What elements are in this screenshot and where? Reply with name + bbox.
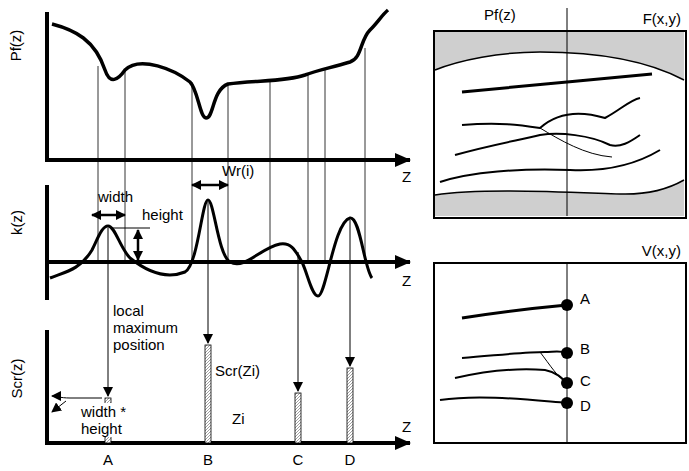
scan-line: [567, 8, 568, 216]
point-label: B: [580, 340, 590, 357]
point-label: A: [103, 451, 113, 468]
panel-title: F(x,y): [643, 10, 681, 27]
annotation: height: [142, 206, 183, 223]
annotation: Zi: [232, 410, 245, 427]
axis-label: Z: [402, 272, 411, 289]
axis-title: Pf(z): [7, 29, 24, 61]
point-label: A: [580, 290, 590, 307]
point-label: C: [580, 372, 591, 389]
point-label: C: [293, 451, 304, 468]
guide-lines: [98, 48, 365, 262]
axis-label: Z: [402, 418, 411, 435]
axis-title: Scr(z): [8, 358, 25, 398]
annotation: local maximum position: [112, 302, 194, 353]
axis-label: Z: [402, 168, 411, 185]
annotation: Scr(Zi): [214, 362, 261, 379]
axis-title: k(z): [8, 210, 25, 235]
height-ticks: [112, 228, 150, 229]
leader-arrow: [52, 396, 102, 398]
scan-label: Pf(z): [483, 6, 517, 23]
axes: [45, 12, 410, 445]
peak-arrows: [108, 202, 350, 396]
annotation: width * height: [80, 403, 130, 437]
point-label: D: [345, 451, 356, 468]
panel-title: V(x,y): [642, 242, 681, 259]
pf-curve: [52, 10, 388, 118]
point-label: D: [580, 397, 591, 414]
image-panel: F(x,y): [433, 30, 687, 219]
annotation: width: [98, 188, 133, 205]
vein-ends: [440, 262, 573, 443]
point-label: B: [203, 451, 213, 468]
k-curve: [50, 200, 372, 296]
score-bars: [105, 345, 353, 443]
finger-image: [435, 32, 684, 216]
leader-arrow: [52, 401, 66, 412]
image-panel: V(x,y): [433, 262, 687, 444]
annotation: Wr(i): [222, 162, 254, 179]
